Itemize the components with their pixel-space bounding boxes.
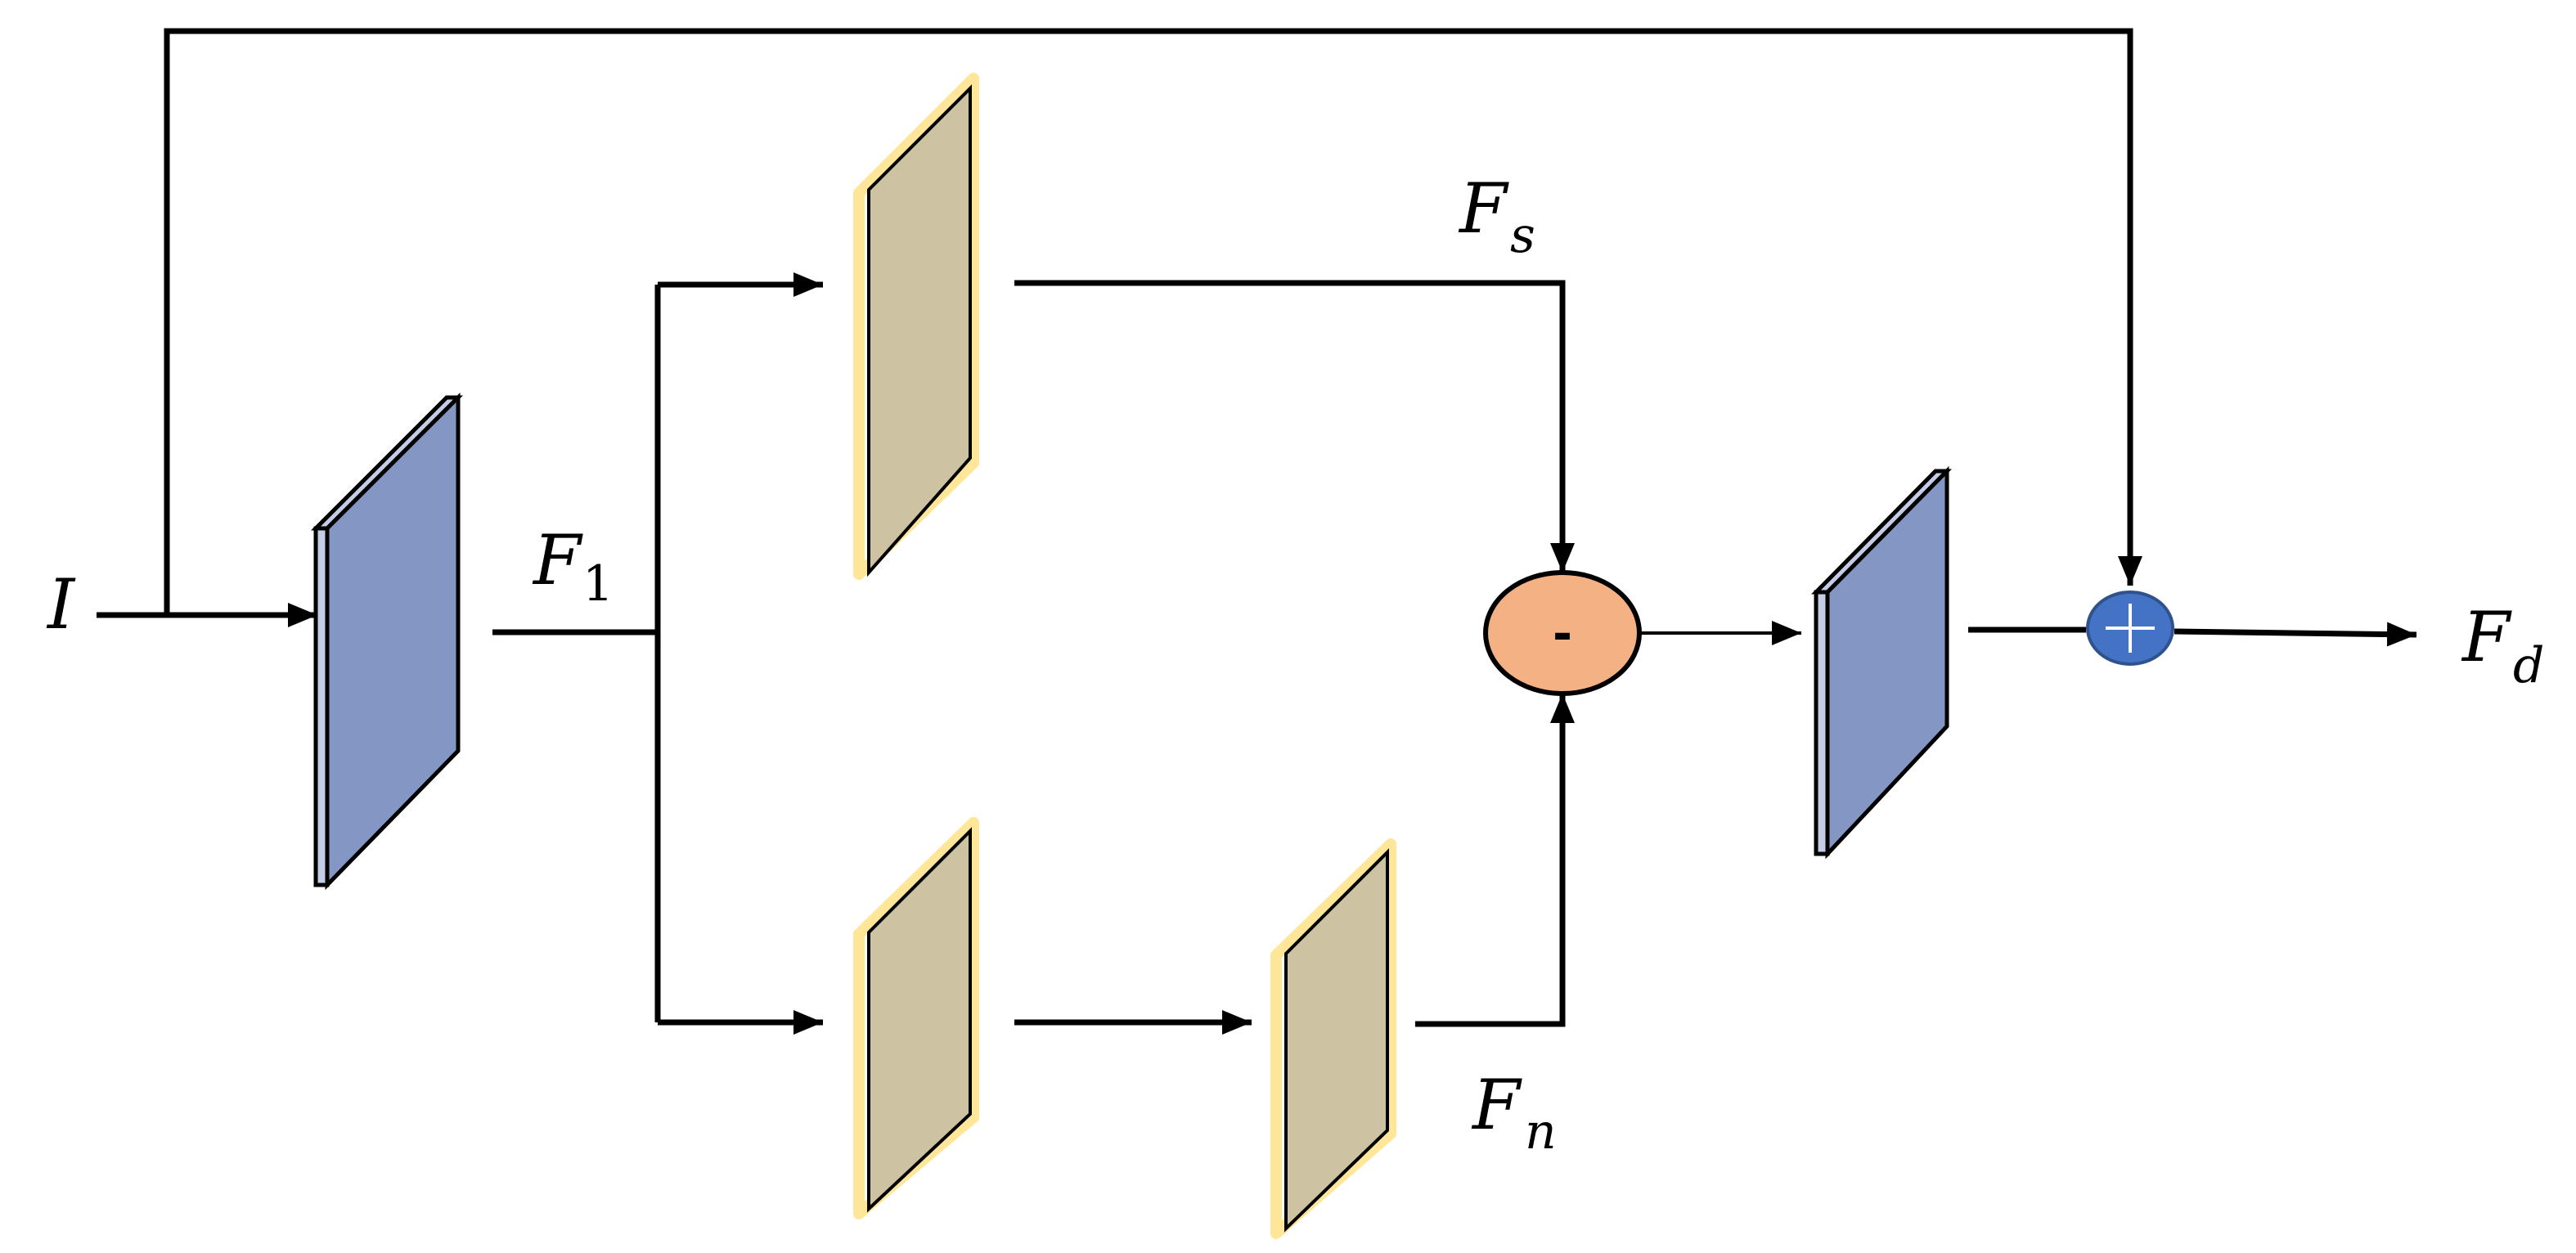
feature-block-upper bbox=[853, 73, 979, 580]
connections bbox=[97, 28, 2417, 1035]
label-f1: F 1 bbox=[532, 520, 614, 613]
output-line bbox=[2174, 622, 2417, 647]
svg-text:F: F bbox=[1458, 168, 1509, 249]
feature-block-lower-1 bbox=[853, 817, 979, 1219]
label-fd: F d bbox=[2461, 597, 2544, 694]
svg-text:d: d bbox=[2513, 637, 2544, 694]
subtract-symbol: - bbox=[1553, 600, 1571, 663]
skip-connection-line bbox=[164, 28, 2142, 615]
add-node bbox=[2086, 591, 2174, 666]
label-fs: F s bbox=[1458, 168, 1535, 264]
label-fn: F n bbox=[1471, 1065, 1557, 1161]
svg-text:1: 1 bbox=[582, 555, 614, 613]
svg-text:F: F bbox=[2461, 597, 2512, 677]
subtract-node: - bbox=[1483, 570, 1642, 696]
svg-text:F: F bbox=[532, 520, 583, 600]
svg-text:F: F bbox=[1471, 1065, 1522, 1145]
feature-block-lower-2 bbox=[1270, 838, 1396, 1239]
conv-block-input bbox=[310, 392, 464, 891]
svg-text:s: s bbox=[1510, 207, 1535, 264]
fs-line bbox=[1014, 280, 1575, 573]
label-input: I bbox=[46, 564, 76, 644]
conv-block-output bbox=[1811, 465, 1952, 860]
svg-text:n: n bbox=[1525, 1103, 1557, 1161]
svg-text:I: I bbox=[46, 564, 76, 644]
fn-line bbox=[1415, 694, 1575, 1027]
